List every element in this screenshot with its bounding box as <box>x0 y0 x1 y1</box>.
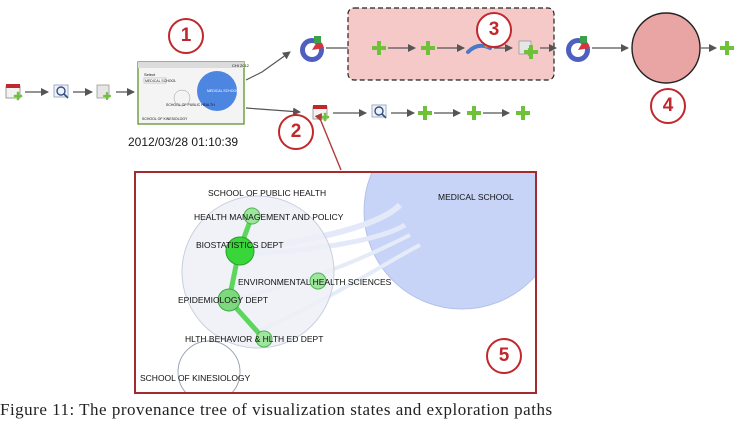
label-health-management: HEALTH MANAGEMENT AND POLICY <box>194 212 344 222</box>
medical-school-bubble[interactable] <box>363 113 560 310</box>
entry-calendar-icon[interactable] <box>6 84 22 100</box>
thumbnail-node-c: SCHOOL OF KINESIOLOGY <box>142 117 188 121</box>
add-node-icon[interactable] <box>467 106 481 120</box>
node-environmental-health[interactable] <box>309 272 327 290</box>
label-public-health: SCHOOL OF PUBLIC HEALTH <box>208 188 326 198</box>
node-health-management[interactable] <box>243 207 261 225</box>
public-health-bubble[interactable] <box>181 195 335 349</box>
thumbnail-title: CHI 2012 <box>232 63 250 68</box>
chart-state-icon[interactable] <box>566 36 590 62</box>
node-epidemiology[interactable] <box>217 288 241 312</box>
callout-4: 4 <box>650 88 686 124</box>
callout-5: 5 <box>486 338 522 374</box>
label-biostatistics: BIOSTATISTICS DEPT <box>196 240 284 250</box>
thumbnail-dropdown-value: MEDICAL SCHOOL <box>145 79 176 83</box>
thumbnail-node-b: SCHOOL OF PUBLIC HEALTH <box>166 103 215 107</box>
thumbnail-bubble-large <box>197 71 237 111</box>
entry-zoom-icon[interactable] <box>53 84 69 99</box>
branch-edge-lower <box>245 107 301 116</box>
label-kinesiology: SCHOOL OF KINESIOLOGY <box>140 373 251 383</box>
selected-path <box>226 213 267 342</box>
label-epidemiology: EPIDEMIOLOGY DEPT <box>178 295 268 305</box>
thumbnail-bubble-small <box>173 89 191 107</box>
add-node-icon[interactable] <box>418 106 432 120</box>
add-node-icon[interactable] <box>516 106 530 120</box>
kinesiology-bubble[interactable] <box>177 340 241 403</box>
thumbnail-node-a: MEDICAL SCHOOL <box>207 89 238 93</box>
chart-state-icon[interactable] <box>300 36 324 62</box>
branch-edge-upper <box>245 51 291 81</box>
calendar-state-icon[interactable] <box>313 105 329 121</box>
thumbnail-dropdown[interactable] <box>143 77 167 84</box>
state-timestamp: 2012/03/28 01:10:39 <box>128 135 239 149</box>
add-node-icon[interactable] <box>720 41 734 55</box>
label-medical-school: MEDICAL SCHOOL <box>438 192 514 202</box>
label-hlth-behavior: HLTH BEHAVIOR & HLTH ED DEPT <box>185 334 323 344</box>
figure-caption: Figure 11: The provenance tree of visual… <box>0 400 553 419</box>
callout-2: 2 <box>278 114 314 150</box>
node-biostatistics[interactable] <box>225 236 255 266</box>
state-thumbnail[interactable]: CHI 2012 Select MEDICAL SCHOOL MEDICAL S… <box>137 61 250 125</box>
label-environmental-health: ENVIRONMENTAL HEALTH SCIENCES <box>238 277 392 287</box>
callout-3: 3 <box>476 12 512 48</box>
thumbnail-field-label: Select <box>144 72 156 77</box>
zoom-state-icon[interactable] <box>371 104 387 119</box>
callout-1: 1 <box>168 18 204 54</box>
detail-view-panel: SCHOOL OF PUBLIC HEALTH HEALTH MANAGEMEN… <box>134 113 560 403</box>
node-hlth-behavior[interactable] <box>255 330 273 348</box>
collapsed-node[interactable] <box>631 12 701 84</box>
entry-document-icon[interactable] <box>97 85 111 100</box>
detail-connector <box>314 113 342 171</box>
